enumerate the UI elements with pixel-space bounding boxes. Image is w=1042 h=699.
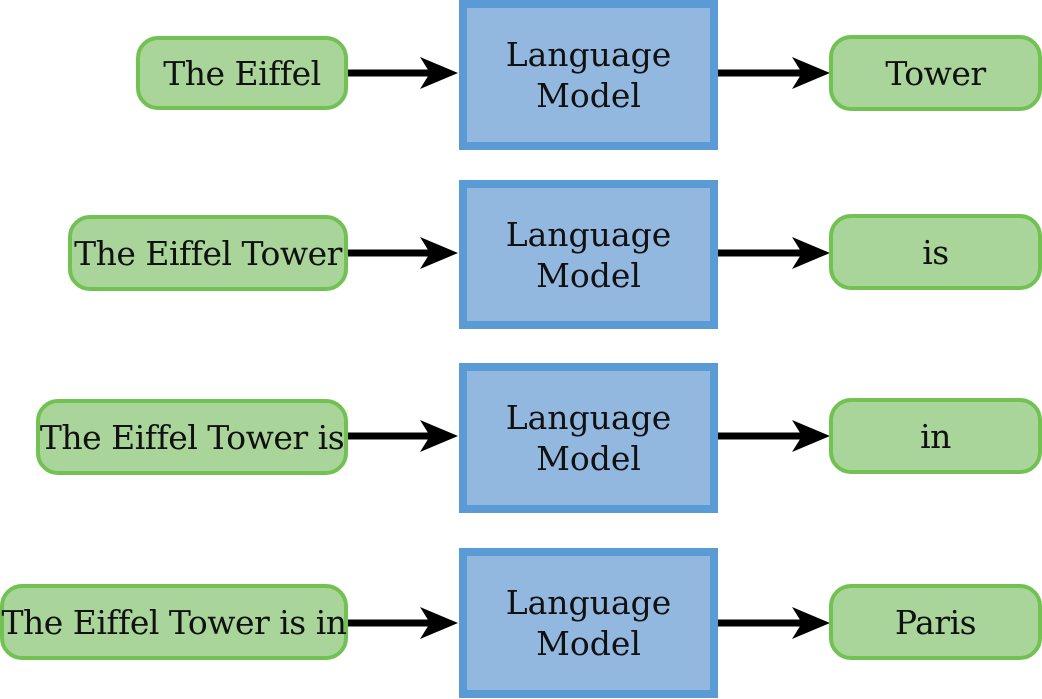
output-token: is	[922, 232, 949, 272]
input-text-box: The Eiffel Tower is in	[0, 584, 348, 660]
model-label-line1: Language	[505, 398, 672, 437]
input-arrow-icon	[348, 420, 458, 452]
input-text: The Eiffel	[163, 53, 321, 93]
input-arrow-icon	[348, 237, 458, 269]
input-text: The Eiffel Tower is in	[1, 602, 347, 642]
language-model-box: Language Model	[459, 363, 718, 513]
input-text-box: The Eiffel Tower is	[36, 399, 348, 475]
input-arrow-icon	[348, 57, 458, 89]
input-arrow-icon	[348, 607, 458, 639]
output-arrow-icon	[718, 237, 830, 269]
language-model-box: Language Model	[459, 0, 718, 150]
output-token-box: Tower	[829, 35, 1042, 111]
input-text-box: The Eiffel	[136, 36, 348, 110]
input-text: The Eiffel Tower is	[39, 417, 345, 457]
output-token-box: in	[829, 398, 1042, 474]
language-model-box: Language Model	[459, 180, 718, 329]
input-text-box: The Eiffel Tower	[68, 215, 348, 291]
output-token: Paris	[894, 602, 977, 642]
output-token: in	[920, 416, 951, 456]
diagram-row-1: The Eiffel Language Model Tower	[0, 0, 1042, 150]
model-label-line1: Language	[505, 214, 672, 254]
model-label-line2: Model	[536, 76, 641, 115]
language-model-box: Language Model	[459, 548, 718, 698]
diagram-row-3: The Eiffel Tower is Language Model in	[0, 363, 1042, 513]
output-arrow-icon	[718, 420, 830, 452]
input-text: The Eiffel Tower	[74, 233, 342, 273]
model-label-line2: Model	[536, 439, 641, 478]
output-arrow-icon	[718, 607, 830, 639]
model-label-line2: Model	[536, 255, 641, 295]
output-token-box: Paris	[829, 584, 1042, 660]
output-token: Tower	[885, 53, 986, 93]
model-label-line1: Language	[505, 35, 672, 74]
model-label-line2: Model	[536, 624, 641, 663]
output-arrow-icon	[718, 57, 830, 89]
output-token-box: is	[829, 214, 1042, 290]
diagram-row-2: The Eiffel Tower Language Model is	[0, 180, 1042, 330]
diagram-row-4: The Eiffel Tower is in Language Model Pa…	[0, 548, 1042, 698]
model-label-line1: Language	[505, 583, 672, 622]
